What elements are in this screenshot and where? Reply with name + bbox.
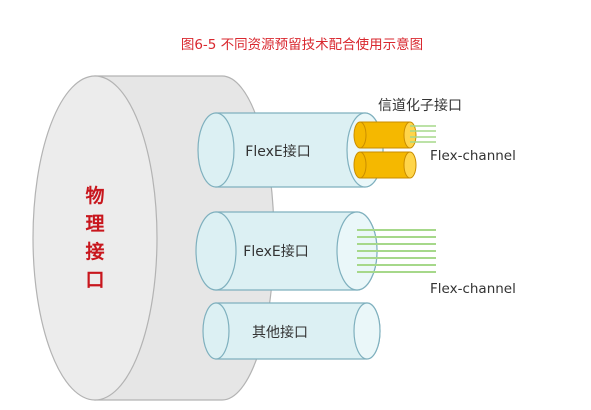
flexe-interface-tube-2: FlexE接口 [195,211,378,291]
physical-interface-label-char-2: 理 [85,213,104,235]
figure-title: 图6-5 不同资源预留技术配合使用示意图 [181,36,423,53]
channelized-subinterface-cables [353,121,417,179]
channelized-subinterface-label: 信道化子接口 [378,97,462,114]
flexe-interface-tube-1: FlexE接口 [197,112,384,188]
flex-channel-lines-bottom [357,229,436,273]
tube-1-label: FlexE接口 [245,143,310,160]
physical-interface-label-char-1: 物 [85,184,104,207]
other-interface-tube: 其他接口 [202,302,381,360]
flex-channel-label-top: Flex-channel [430,148,516,164]
cable-lower-end [403,151,417,179]
physical-interface-left-face [32,75,158,401]
physical-interface-label-char-3: 接 [85,241,104,263]
physical-interface-label-char-4: 口 [85,269,104,291]
tube-2-left-face [195,211,237,291]
cable-upper-start [353,121,367,149]
cable-lower-body [359,151,411,179]
channelized-cable-upper [353,121,417,149]
flex-channel-label-bottom: Flex-channel [430,281,516,297]
tube-3-left-face [202,302,230,360]
cable-upper-body [359,121,411,149]
flex-channel-lines-top [410,125,436,143]
tube-2-label: FlexE接口 [243,243,308,260]
cable-lower-start [353,151,367,179]
tube-1-left-face [197,112,235,188]
channelized-cable-lower [353,151,417,179]
tube-3-label: 其他接口 [252,324,308,341]
tube-3-right-face [353,302,381,360]
physical-interface-label: 物 理 接 口 [85,184,104,291]
